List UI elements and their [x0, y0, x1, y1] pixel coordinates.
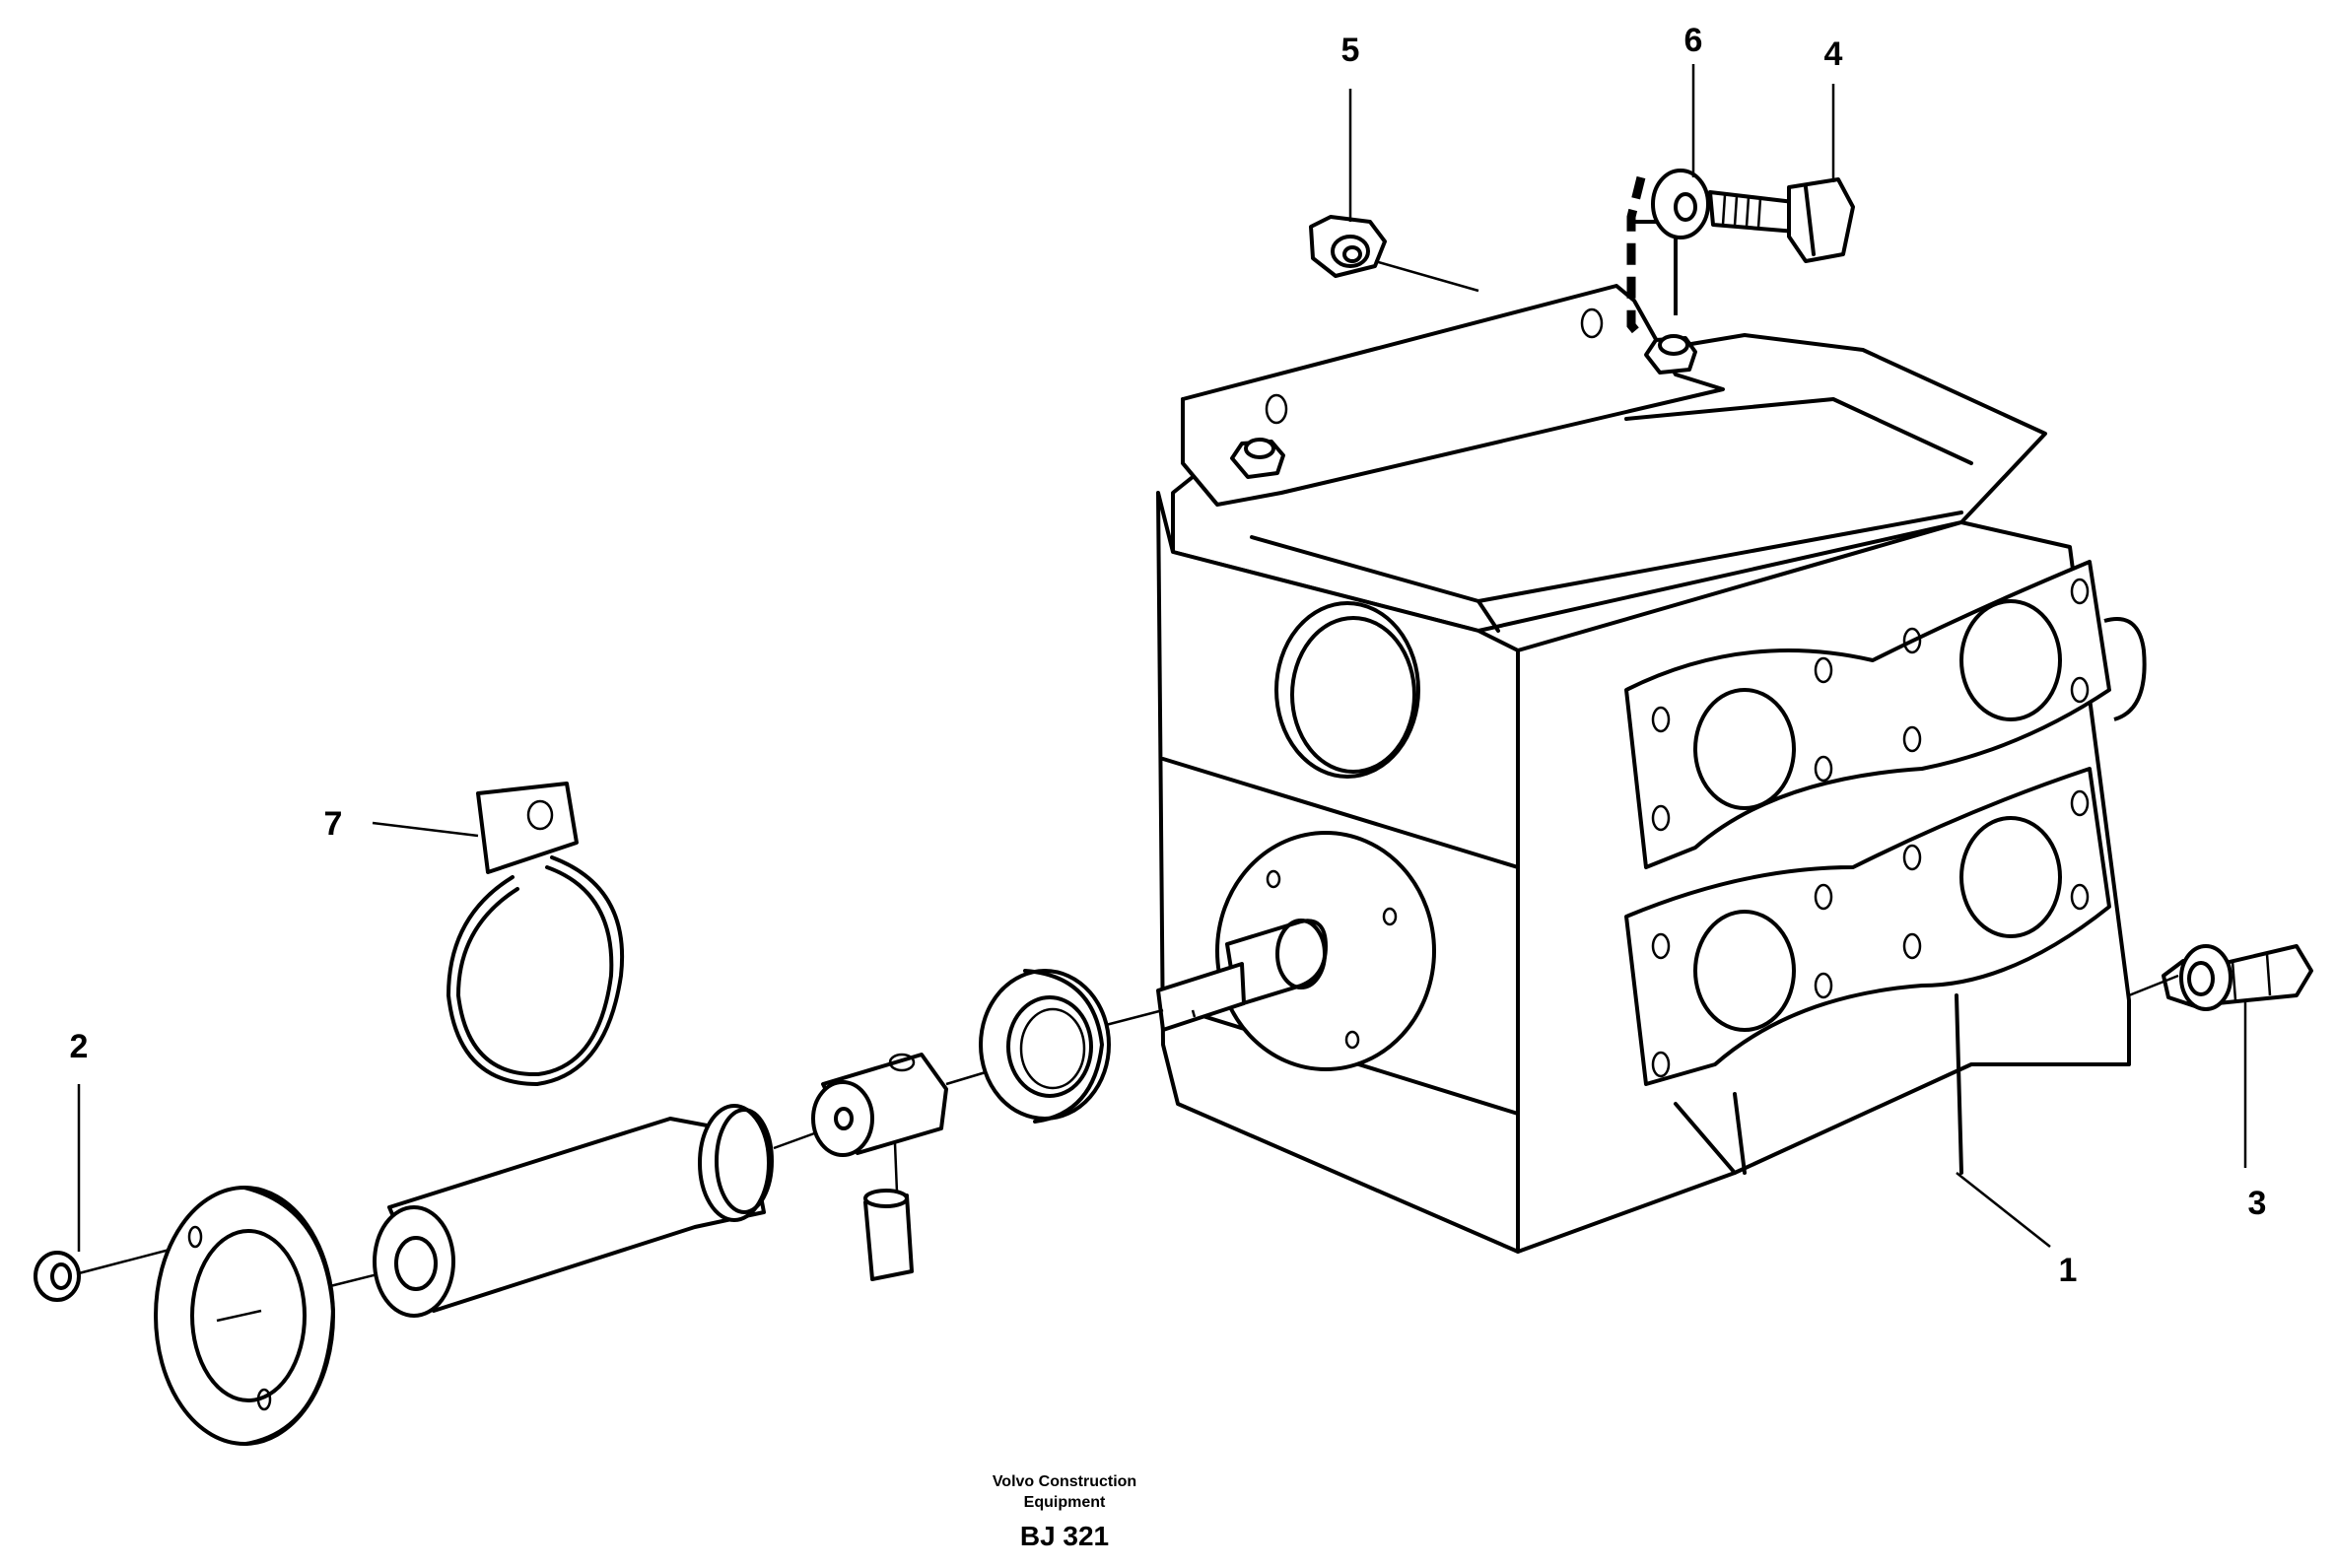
leader-lines: [77, 64, 2247, 1252]
flange-nut: [1309, 215, 1387, 278]
callout-label-7: 7: [324, 805, 343, 843]
callout-label-4: 4: [1824, 35, 1843, 73]
washer: [1651, 169, 1710, 239]
footer-company-line2: Equipment: [1024, 1494, 1106, 1511]
callout-label-5: 5: [1341, 32, 1360, 69]
small-nut: [34, 1251, 81, 1302]
spool-sleeve: [373, 1104, 774, 1318]
callout-label-2: 2: [70, 1028, 89, 1065]
assembly-line-6: [1626, 175, 1646, 340]
fitting: [2162, 944, 2313, 1011]
flange-ring: [154, 1186, 335, 1446]
seal-ring: [979, 969, 1111, 1124]
valve-housing: [1156, 284, 2147, 1254]
callout-label-6: 6: [1684, 22, 1703, 59]
pin: [863, 1189, 914, 1281]
bolt: [1708, 177, 1855, 263]
callout-label-3: 3: [2248, 1185, 2267, 1222]
plug: [811, 1053, 948, 1157]
footer-company-line1: Volvo Construction: [993, 1473, 1136, 1490]
circlip: [446, 782, 625, 1086]
footer-code: BJ 321: [1020, 1521, 1109, 1551]
callout-label-1: 1: [2059, 1252, 2078, 1289]
